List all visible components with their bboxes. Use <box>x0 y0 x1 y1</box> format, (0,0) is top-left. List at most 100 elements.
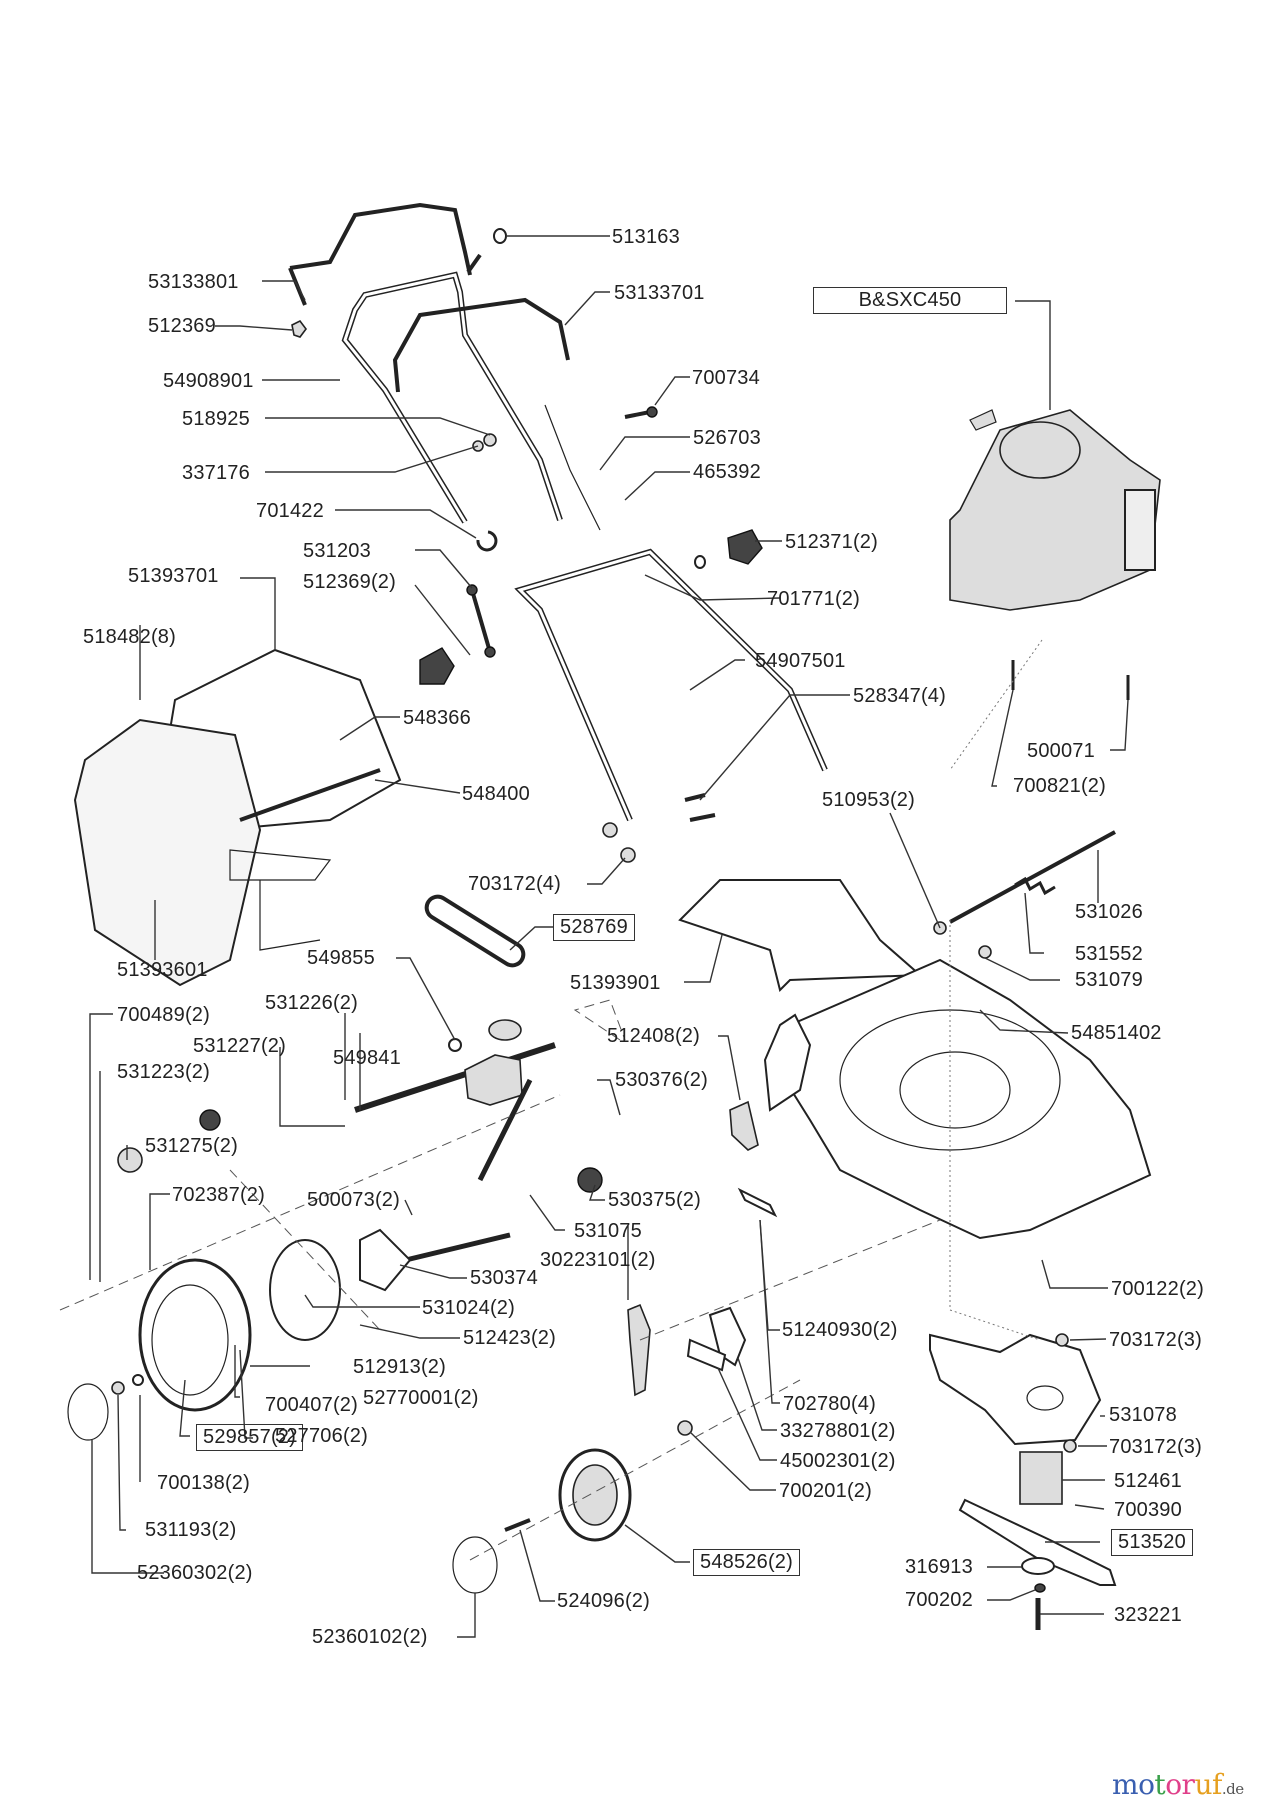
label-700201: 700201(2) <box>779 1480 872 1502</box>
label-700202: 700202 <box>905 1589 973 1611</box>
cable-465392 <box>544 404 601 531</box>
height-lever-30223101 <box>627 1303 651 1397</box>
watermark-letter: f <box>1211 1768 1222 1801</box>
gearbox-549841 <box>354 1019 556 1113</box>
label-526703: 526703 <box>693 427 761 449</box>
watermark-suffix: .de <box>1221 1780 1244 1798</box>
label-465392: 465392 <box>693 461 761 483</box>
nut-531193 <box>111 1381 125 1395</box>
bolt-528347 <box>684 793 716 822</box>
label-701771: 701771(2) <box>767 588 860 610</box>
label-512408: 512408(2) <box>607 1025 700 1047</box>
label-510953: 510953(2) <box>822 789 915 811</box>
label-529857: 529857(2) <box>196 1424 303 1451</box>
label-512423: 512423(2) <box>463 1327 556 1349</box>
circlip-701422 <box>476 530 498 552</box>
watermark-letter: t <box>1154 1768 1166 1801</box>
label-30223101: 30223101(2) <box>540 1249 656 1271</box>
label-52360302: 52360302(2) <box>137 1562 253 1584</box>
shaft-531026 <box>949 830 1116 924</box>
assembly-lines <box>59 639 1043 1561</box>
knob-512371 <box>727 529 763 565</box>
blade-513520 <box>958 1498 1117 1586</box>
label-527706: 527706(2) <box>275 1425 368 1447</box>
label-337176: 337176 <box>182 462 250 484</box>
label-512913: 512913(2) <box>353 1356 446 1378</box>
watermark-letter: r <box>1181 1768 1195 1801</box>
label-531078: 531078 <box>1109 1404 1177 1426</box>
label-512369-2: 512369(2) <box>303 571 396 593</box>
label-700407: 700407(2) <box>265 1394 358 1416</box>
nut-703172-a <box>602 822 618 838</box>
nut-512369 <box>291 319 307 338</box>
label-531193: 531193(2) <box>145 1519 237 1541</box>
bushing-702387 <box>199 1109 221 1131</box>
label-500071: 500071 <box>1027 740 1095 762</box>
label-700489: 700489(2) <box>117 1004 210 1026</box>
lever-531203 <box>470 589 492 653</box>
label-54851402: 54851402 <box>1071 1022 1162 1044</box>
belt-528769 <box>424 894 526 968</box>
label-700390: 700390 <box>1114 1499 1182 1521</box>
hubcap-52360102 <box>452 1536 498 1594</box>
bushing-531079 <box>978 945 992 959</box>
height-lever-531075 <box>477 1078 533 1182</box>
gear-531275 <box>117 1147 143 1173</box>
label-701422: 701422 <box>256 500 324 522</box>
label-530375: 530375(2) <box>608 1189 701 1211</box>
label-524096: 524096(2) <box>557 1590 650 1612</box>
label-548400: 548400 <box>462 783 530 805</box>
label-530376: 530376(2) <box>615 1069 708 1091</box>
label-530374: 530374 <box>470 1267 538 1289</box>
label-52360102: 52360102(2) <box>312 1626 428 1648</box>
label-702387: 702387(2) <box>172 1184 265 1206</box>
label-500073: 500073(2) <box>307 1189 400 1211</box>
label-54907501: 54907501 <box>755 650 846 672</box>
leader-lines <box>89 235 1129 1638</box>
washer-700202 <box>1034 1583 1046 1593</box>
upper-handle-54908901 <box>341 271 563 524</box>
label-51393901: 51393901 <box>570 972 661 994</box>
nut-700201 <box>677 1420 693 1436</box>
watermark-letter: m <box>1112 1768 1139 1801</box>
mower-deck-54851402 <box>763 958 1152 1240</box>
engine-label: B&SXC450 <box>813 287 1007 314</box>
label-513520: 513520 <box>1111 1529 1193 1556</box>
label-528769: 528769 <box>553 914 635 941</box>
label-548526: 548526(2) <box>693 1549 800 1576</box>
label-512371: 512371(2) <box>785 531 878 553</box>
label-549841: 549841 <box>333 1047 401 1069</box>
nut-703172-b <box>1055 1333 1069 1347</box>
label-323221: 323221 <box>1114 1604 1182 1626</box>
label-52770001: 52770001(2) <box>363 1387 479 1409</box>
label-549855: 549855 <box>307 947 375 969</box>
pivot-512408 <box>729 1100 759 1151</box>
watermark-letter: o <box>1138 1768 1155 1801</box>
plate-51240930 <box>737 1187 778 1218</box>
washer-316913 <box>1021 1557 1055 1575</box>
front-wheel-548526 <box>558 1448 632 1542</box>
label-531227: 531227(2) <box>193 1035 286 1057</box>
label-512461: 512461 <box>1114 1470 1182 1492</box>
label-700122: 700122(2) <box>1111 1278 1204 1300</box>
spring-531552 <box>1014 876 1056 896</box>
grass-catcher <box>73 648 402 987</box>
lower-handle-54907501 <box>514 548 828 822</box>
rear-flap-51393901 <box>678 879 923 992</box>
motoruf-watermark: motoruf.de <box>1112 1768 1244 1801</box>
washer-700138 <box>132 1374 144 1386</box>
blade-adapter-531078 <box>929 1333 1102 1446</box>
label-53133801: 53133801 <box>148 271 239 293</box>
label-531024: 531024(2) <box>422 1297 515 1319</box>
watermark-letter: o <box>1165 1768 1182 1801</box>
label-700734: 700734 <box>692 367 760 389</box>
label-53133701: 53133701 <box>614 282 705 304</box>
hubcap-512423 <box>269 1239 341 1341</box>
watermark-letter: u <box>1194 1768 1212 1801</box>
label-531275: 531275(2) <box>145 1135 238 1157</box>
label-531552: 531552 <box>1075 943 1143 965</box>
control-bail-53133701 <box>392 297 570 393</box>
plate-45002301 <box>686 1338 727 1372</box>
fan-512461 <box>1019 1451 1063 1505</box>
label-518482: 518482(8) <box>83 626 176 648</box>
